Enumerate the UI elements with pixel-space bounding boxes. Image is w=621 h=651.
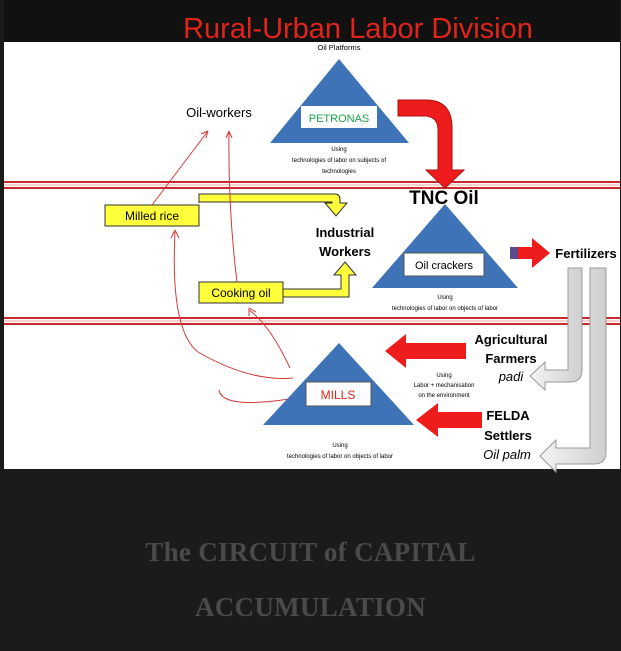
industrial-workers-label-1: Industrial xyxy=(316,225,375,240)
oil-platforms-label: Oil Platforms xyxy=(318,43,361,52)
gray-arrow-to-felda xyxy=(539,267,607,474)
mills-note-3: on the environment xyxy=(418,393,470,399)
agri-label-2: Farmers xyxy=(485,351,536,366)
thin-red-flow-lines xyxy=(151,130,297,403)
felda-to-mills-arrow xyxy=(416,403,482,437)
divider-band-bottom xyxy=(4,317,620,325)
title-strip xyxy=(4,0,620,42)
felda-label-1: FELDA xyxy=(486,408,530,423)
oil-crackers-label: Oil crackers xyxy=(415,260,474,272)
bottom-note-1: Using xyxy=(332,443,347,449)
fertilizers-arrow-tail xyxy=(510,247,518,259)
industrial-workers-label-2: Workers xyxy=(319,244,371,259)
petronas-note-2: technologies of labor on subjects of xyxy=(292,158,386,164)
fertilizers-label: Fertilizers xyxy=(555,246,616,261)
farmers-to-mills-arrow xyxy=(385,334,466,368)
slide-title: Rural-Urban Labor Division xyxy=(183,13,533,45)
agri-label-1: Agricultural xyxy=(475,332,548,347)
crackers-note-1: Using xyxy=(437,295,452,301)
cooking-oil-arrow xyxy=(282,261,358,298)
bottom-note-2: technologies of labor on objects of labo… xyxy=(287,454,393,460)
felda-label-3: Oil palm xyxy=(483,447,531,462)
petronas-note-3: technologies xyxy=(322,169,356,175)
caption-line-1: The CIRCUIT of CAPITAL xyxy=(145,537,476,567)
divider-band-top xyxy=(4,181,620,189)
caption-line-2: ACCUMULATION xyxy=(194,592,427,622)
oil-workers-label: Oil-workers xyxy=(186,105,252,120)
petronas-label: PETRONAS xyxy=(309,113,370,125)
petronas-to-tnc-arrow xyxy=(397,99,466,189)
mills-note-1: Using xyxy=(436,373,451,379)
felda-label-2: Settlers xyxy=(484,428,532,443)
mills-box xyxy=(305,381,372,407)
agri-label-3: padi xyxy=(498,369,525,384)
gray-arrow-to-farmers xyxy=(529,267,583,392)
milled-rice-arrow xyxy=(198,193,349,217)
mills-label: MILLS xyxy=(321,388,356,402)
milled-rice-label: Milled rice xyxy=(125,209,179,223)
cooking-oil-label: Cooking oil xyxy=(211,286,270,300)
crackers-note-2: technologies of labor on objects of labo… xyxy=(392,306,498,312)
fertilizers-arrow xyxy=(510,238,550,268)
tnc-oil-label: TNC Oil xyxy=(409,188,479,209)
mills-note-2: Labor + mechanisation xyxy=(414,383,475,389)
petronas-box xyxy=(301,106,377,128)
petronas-note-1: Using xyxy=(331,147,346,153)
oil-crackers-box xyxy=(403,252,485,277)
